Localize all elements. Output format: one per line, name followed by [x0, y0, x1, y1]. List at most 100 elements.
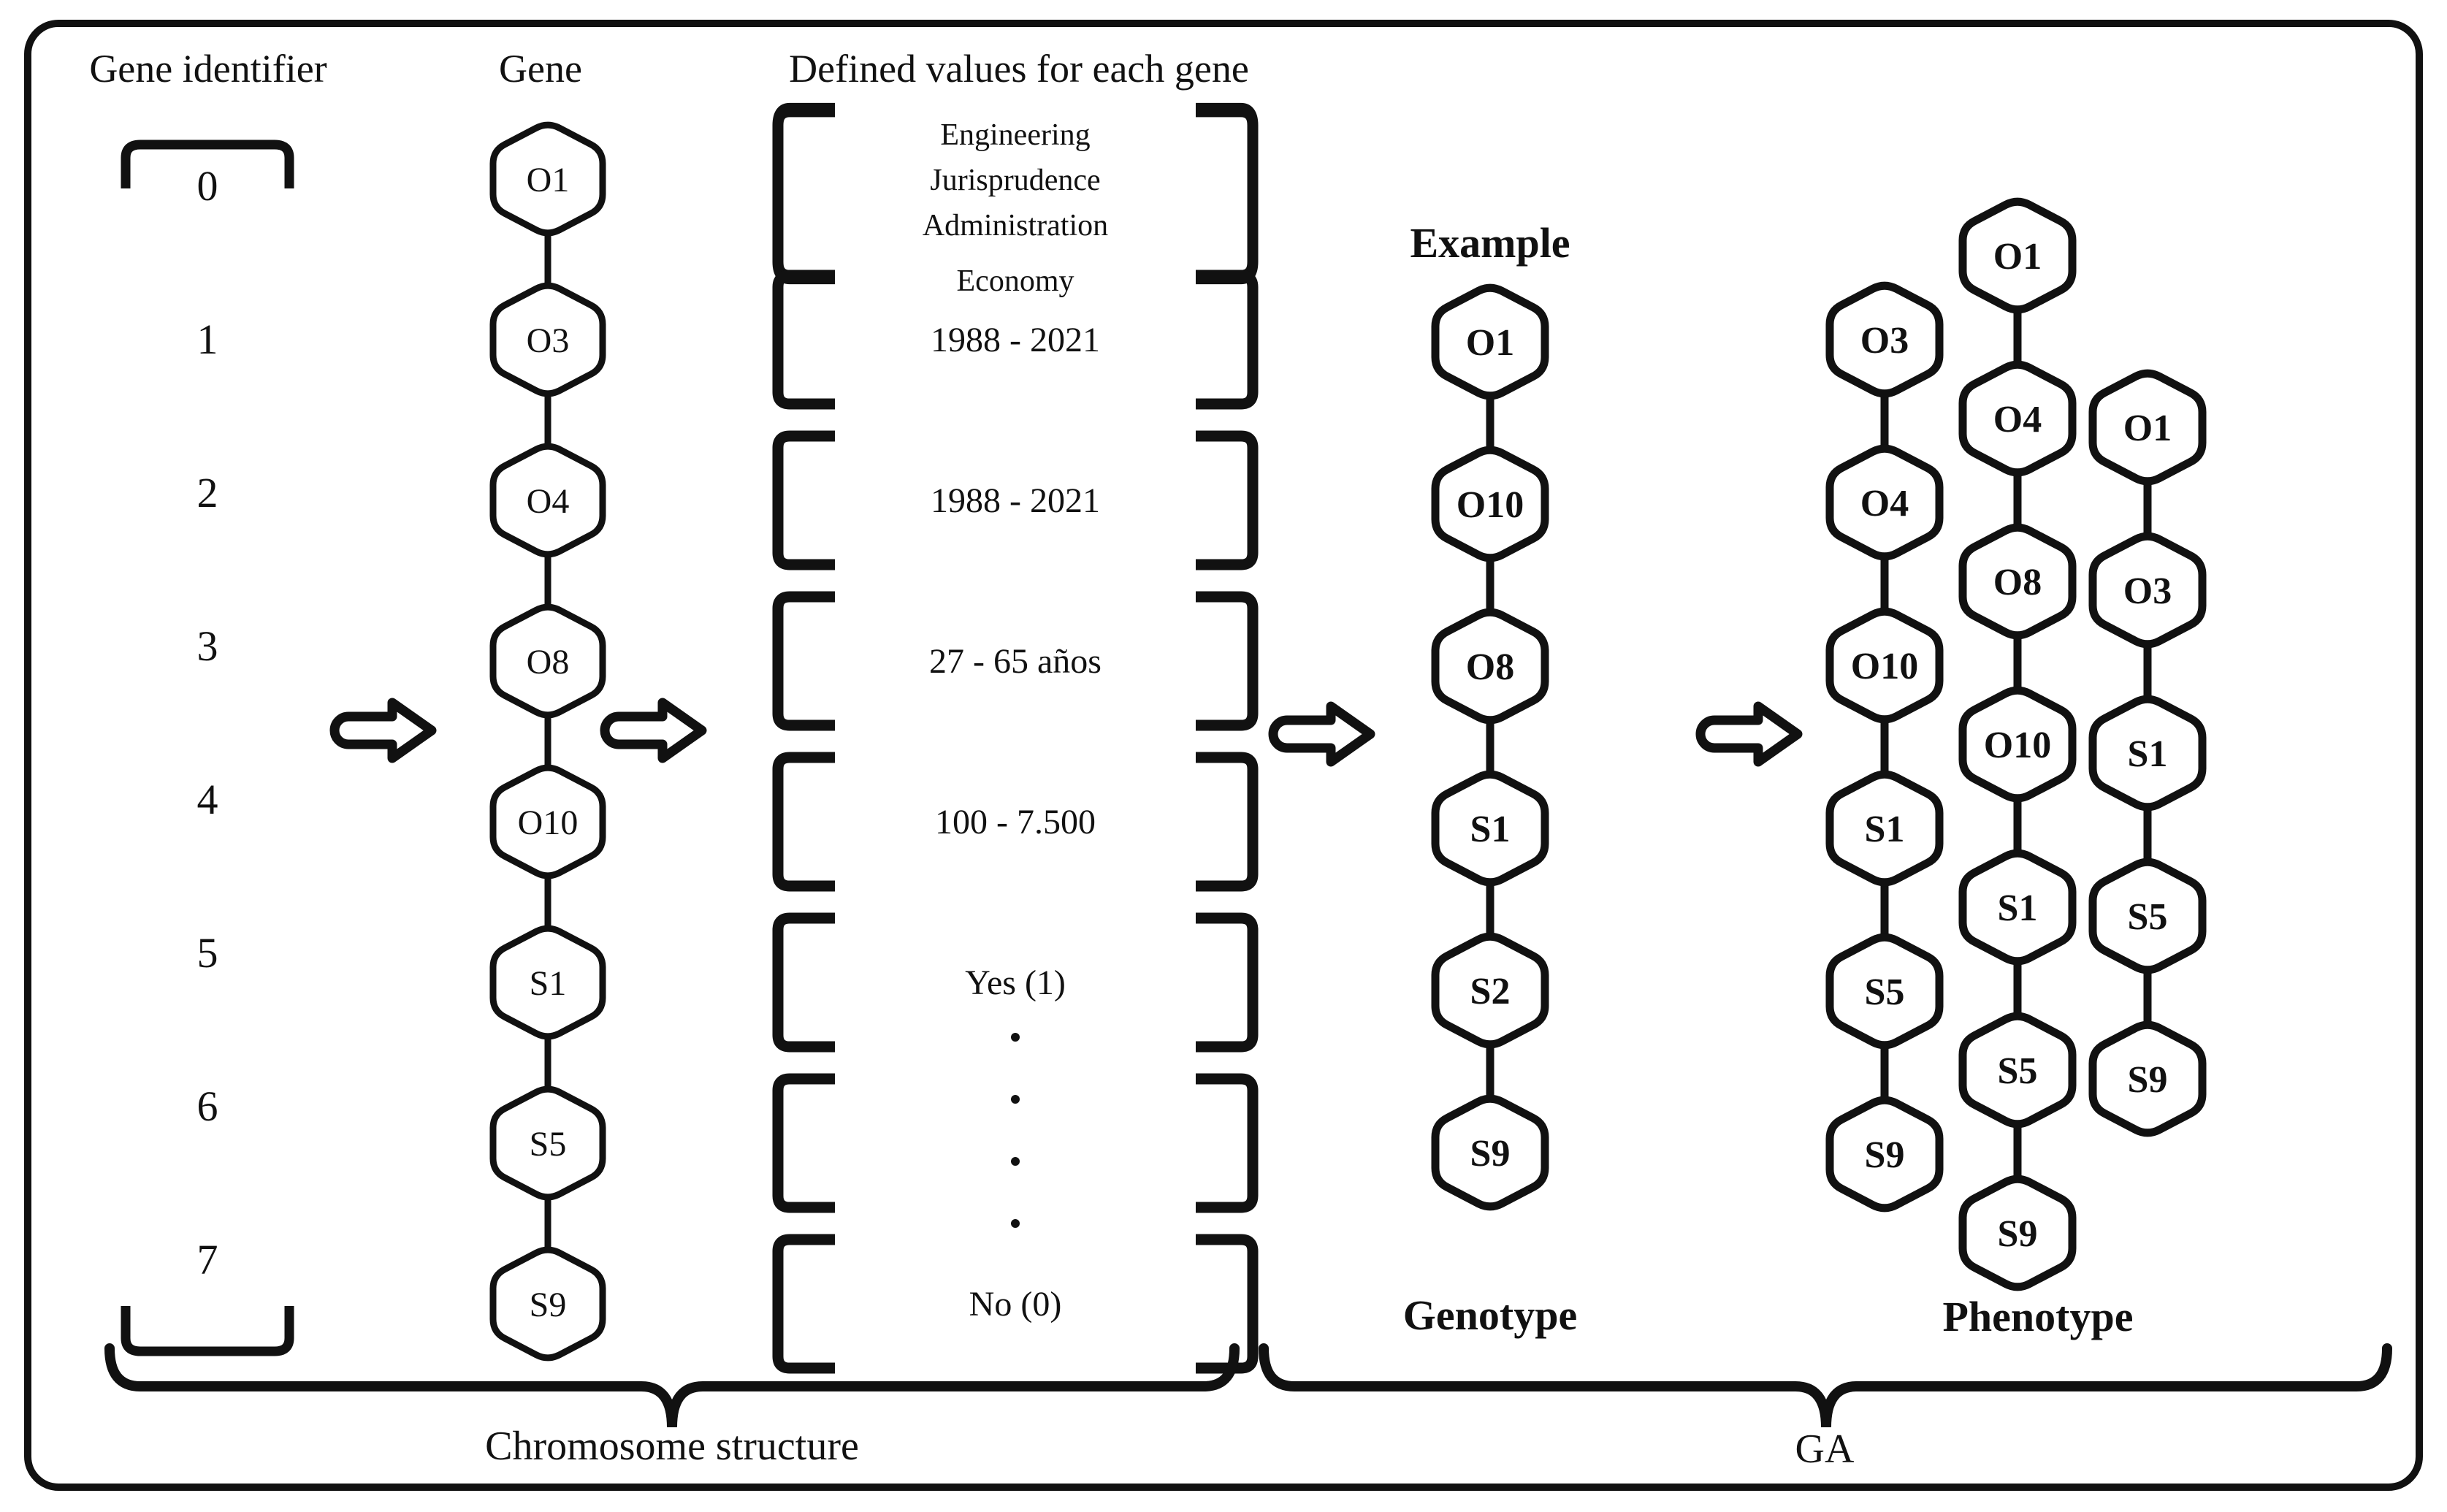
phenotype-node-label: S1 — [1865, 809, 1905, 850]
value-text: 100 - 7.500 — [935, 803, 1096, 841]
genotype-node-label: S1 — [1470, 809, 1511, 850]
gene-id: 2 — [197, 469, 218, 516]
value-line: Administration — [923, 209, 1108, 243]
phenotype-section: O3 O4 O10 S1 S5 S9 O1 O4 O8 O10 S1 S5 S9… — [1830, 202, 2202, 1340]
gene-node-label: S9 — [530, 1286, 567, 1324]
genotype-label: Genotype — [1403, 1291, 1577, 1339]
ellipsis-dot — [1011, 1157, 1020, 1166]
chromosome-structure-brace — [104, 1343, 1240, 1428]
defined-values-column: Engineering Jurisprudence Administration… — [778, 110, 1253, 1368]
phenotype-node-label: S1 — [1998, 887, 2038, 929]
gene-node-label: O10 — [518, 803, 579, 842]
identifier-bottom-bracket — [121, 1306, 294, 1356]
gene-node-label: O1 — [527, 161, 570, 199]
phenotype-node: S1 — [1830, 774, 1939, 882]
value-line: Jurisprudence — [930, 164, 1100, 197]
gene-node-label: O8 — [527, 643, 570, 681]
value-text: 1988 - 2021 — [931, 481, 1100, 520]
gene-node: S5 — [493, 1089, 603, 1197]
phenotype-node-label: O3 — [2123, 570, 2172, 612]
gene-node-label: O4 — [527, 482, 570, 521]
gene-node-label: O3 — [527, 321, 570, 360]
header-defined-values: Defined values for each gene — [789, 47, 1249, 91]
genotype-node: S2 — [1435, 936, 1545, 1045]
genotype-node: O10 — [1435, 450, 1545, 558]
value-text: 1988 - 2021 — [931, 321, 1100, 359]
genotype-node-label: S9 — [1470, 1133, 1511, 1175]
example-label: Example — [1410, 219, 1570, 267]
phenotype-node: S5 — [1830, 937, 1939, 1045]
phenotype-node-label: O3 — [1860, 320, 1909, 362]
ga-brace — [1259, 1343, 2392, 1428]
phenotype-node-label: O1 — [2123, 408, 2172, 449]
phenotype-node-label: S5 — [1865, 971, 1905, 1013]
phenotype-node: S9 — [2093, 1025, 2202, 1133]
gene-id: 1 — [197, 316, 218, 363]
value-line: Engineering — [940, 118, 1090, 152]
gene-node: O3 — [493, 286, 603, 394]
phenotype-node-label: S5 — [2128, 896, 2168, 938]
phenotype-node-label: S9 — [2128, 1059, 2168, 1101]
phenotype-node: S1 — [2093, 699, 2202, 807]
genotype-node: S1 — [1435, 774, 1545, 882]
value-text: Yes (1) — [965, 963, 1066, 1002]
phenotype-node: O10 — [1830, 611, 1939, 719]
phenotype-node: S5 — [1963, 1016, 2072, 1124]
phenotype-node: O1 — [2093, 373, 2202, 481]
phenotype-node-label: S9 — [1998, 1213, 2038, 1255]
genotype-node: O1 — [1435, 288, 1545, 396]
gene-id: 0 — [197, 162, 218, 210]
gene-id: 3 — [197, 622, 218, 670]
phenotype-node: O4 — [1963, 364, 2072, 473]
phenotype-node-label: O4 — [1860, 483, 1909, 524]
identifier-top-bracket — [121, 140, 294, 188]
ellipsis-dot — [1011, 1219, 1020, 1228]
phenotype-node-label: O10 — [1851, 646, 1918, 687]
gene-node: O4 — [493, 446, 603, 554]
phenotype-node: O1 — [1963, 202, 2072, 310]
value-text: No (0) — [969, 1285, 1062, 1324]
genotype-node-label: O8 — [1466, 646, 1514, 688]
phenotype-node: S5 — [2093, 862, 2202, 970]
phenotype-node: O3 — [1830, 286, 1939, 394]
phenotype-node-label: S9 — [1865, 1134, 1905, 1176]
header-gene-identifier: Gene identifier — [89, 47, 327, 91]
phenotype-node-label: O10 — [1984, 725, 2051, 766]
gene-node: S1 — [493, 928, 603, 1036]
genotype-section: Example O1 O10 O8 S1 S2 S9 Genotype — [1403, 219, 1577, 1339]
chromosome-structure-label: Chromosome structure — [485, 1424, 859, 1469]
gene-node: S9 — [493, 1250, 603, 1358]
genotype-node-label: O10 — [1457, 484, 1524, 526]
phenotype-node: O8 — [1963, 527, 2072, 635]
ellipsis-dot — [1011, 1095, 1020, 1104]
genotype-node: O8 — [1435, 612, 1545, 720]
phenotype-node: O3 — [2093, 536, 2202, 644]
genotype-node-label: S2 — [1470, 971, 1511, 1012]
phenotype-node: S1 — [1963, 853, 2072, 961]
phenotype-node-label: S5 — [1998, 1050, 2038, 1092]
phenotype-node-label: O8 — [1993, 562, 2042, 603]
gene-identifier-column: 0 1 2 3 4 5 6 7 — [121, 140, 294, 1356]
gene-id: 5 — [197, 929, 218, 977]
gene-id: 7 — [197, 1236, 218, 1283]
ellipsis-dot — [1011, 1033, 1020, 1042]
value-line: Economy — [957, 264, 1074, 298]
genotype-node-label: O1 — [1466, 322, 1514, 364]
phenotype-label: Phenotype — [1943, 1293, 2134, 1340]
phenotype-node-label: S1 — [2128, 733, 2168, 775]
phenotype-node: O4 — [1830, 448, 1939, 557]
phenotype-node-label: O1 — [1993, 236, 2042, 278]
value-text: 27 - 65 años — [929, 642, 1102, 681]
gene-node: O1 — [493, 125, 603, 233]
phenotype-node: S9 — [1830, 1100, 1939, 1208]
gene-id: 4 — [197, 776, 218, 823]
gene-node-label: S5 — [530, 1125, 567, 1164]
gene-node-label: S1 — [530, 964, 567, 1003]
genotype-node: S9 — [1435, 1099, 1545, 1207]
ga-label: GA — [1795, 1427, 1855, 1472]
phenotype-node: O10 — [1963, 690, 2072, 798]
header-gene: Gene — [499, 47, 582, 91]
gene-id: 6 — [197, 1083, 218, 1130]
gene-chain: O1 O3 O4 O8 O10 S1 S5 S9 — [493, 125, 603, 1358]
